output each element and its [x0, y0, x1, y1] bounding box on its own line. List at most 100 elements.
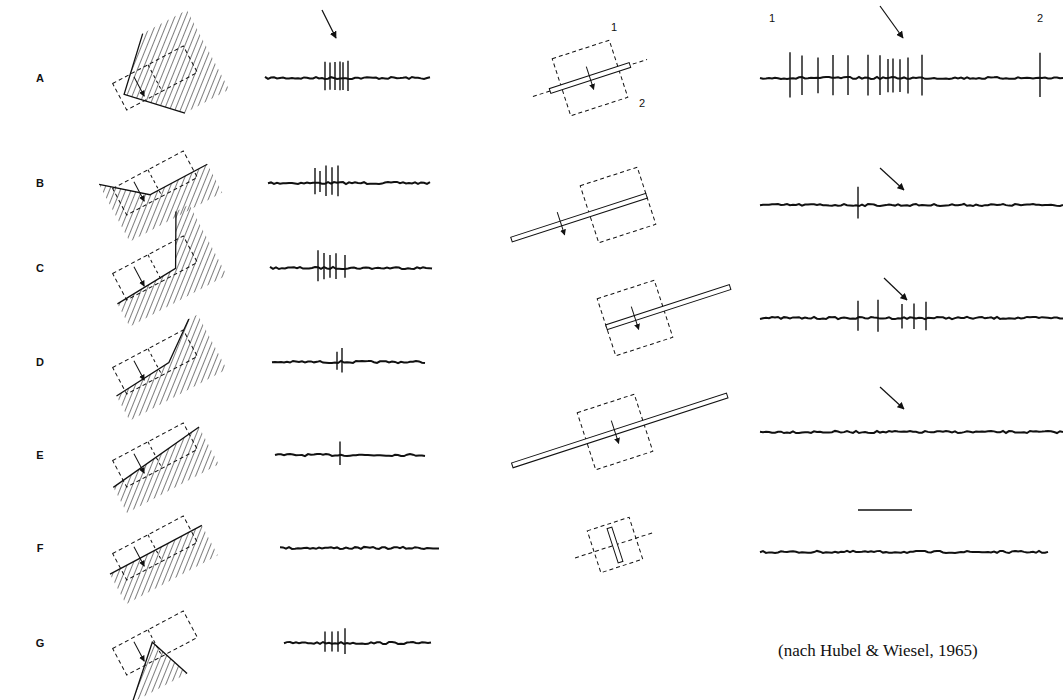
row-letter: G: [36, 637, 45, 649]
stimulus-arrow: [880, 387, 904, 409]
receptive-field: [102, 417, 219, 513]
spike: [887, 59, 888, 92]
light-edge: [99, 135, 207, 213]
field-axis: [533, 59, 647, 96]
field-divider: [148, 349, 162, 375]
row-letter: E: [36, 449, 43, 461]
baseline-trace: [760, 431, 1063, 433]
spike: [334, 62, 335, 90]
light-slit: [512, 393, 728, 468]
slit-field: [502, 167, 656, 268]
motion-arrow: [134, 547, 144, 566]
hatched-region: [92, 205, 227, 327]
spike: [323, 253, 324, 279]
slit-field: [568, 511, 661, 579]
baseline-trace: [760, 77, 1063, 79]
spike: [331, 167, 332, 195]
light-slit: [606, 285, 731, 330]
light-slit: [607, 527, 623, 563]
hatched-region: [107, 427, 219, 513]
position-number: 2: [639, 97, 645, 109]
spike: [342, 62, 343, 90]
spike: [801, 55, 802, 95]
light-edge: [110, 525, 202, 574]
field-outline: [113, 46, 198, 110]
row-letter: A: [36, 72, 44, 84]
spike: [907, 57, 908, 93]
time-scale-bar: [858, 509, 912, 511]
motion-arrow: [557, 212, 564, 235]
spike: [913, 303, 914, 329]
baseline-trace: [760, 551, 1048, 553]
field-divider: [148, 255, 162, 281]
spike: [877, 300, 878, 332]
field-divider: [148, 630, 162, 656]
hatched-region: [110, 525, 218, 604]
spike: [331, 632, 332, 652]
spike: [925, 302, 926, 331]
spike: [324, 631, 325, 651]
spike: [329, 255, 330, 278]
field-outline: [597, 280, 673, 356]
baseline-trace: [268, 182, 430, 184]
motion-arrow: [631, 307, 638, 330]
spike: [899, 59, 900, 92]
spike: [892, 59, 893, 93]
receptive-field: [102, 510, 218, 604]
field-divider: [148, 170, 162, 196]
receptive-field: [99, 10, 230, 136]
position-number: 1: [611, 21, 617, 33]
spike: [817, 58, 818, 94]
slit-field: [503, 367, 736, 494]
baseline-trace: [270, 267, 432, 269]
spike: [857, 187, 858, 219]
spike: [325, 166, 326, 197]
baseline-trace: [280, 547, 439, 549]
spike: [921, 55, 922, 96]
field-outline: [113, 151, 198, 215]
light-edge: [101, 319, 205, 396]
field-divider: [148, 65, 162, 91]
slit-field: [524, 31, 657, 125]
field-divider: [148, 442, 162, 468]
spike: [336, 352, 337, 370]
spike: [339, 442, 340, 465]
field-outline: [113, 423, 198, 487]
stimulus-arrow: [880, 168, 904, 190]
spike: [857, 301, 858, 331]
light-slit: [549, 63, 630, 94]
spike: [347, 61, 348, 91]
receptive-field: [92, 205, 227, 327]
source-caption: (nach Hubel & Wiesel, 1965): [778, 642, 978, 661]
field-outline: [113, 516, 198, 580]
baseline-trace: [272, 361, 425, 363]
baseline-trace: [275, 454, 425, 456]
hatched-region: [103, 10, 229, 134]
position-number: 2: [1037, 12, 1043, 24]
field-outline: [577, 394, 653, 470]
motion-arrow: [134, 642, 144, 661]
spike: [329, 62, 330, 89]
hatched-region: [101, 314, 227, 420]
motion-arrow: [134, 361, 144, 380]
hatched-region: [99, 135, 222, 242]
receptive-field: [106, 611, 210, 700]
field-outline: [587, 517, 642, 572]
row-letter: F: [37, 542, 44, 554]
motion-arrow: [134, 77, 144, 96]
spike: [1039, 53, 1040, 97]
spike: [314, 168, 315, 194]
baseline-trace: [760, 204, 1063, 206]
position-number: 1: [769, 12, 775, 24]
spike: [344, 628, 345, 654]
receptive-field: [101, 314, 227, 420]
spike: [867, 55, 868, 96]
row-letter: D: [36, 356, 44, 368]
spike: [335, 253, 336, 279]
motion-arrow: [611, 421, 618, 444]
light-edge: [92, 212, 201, 304]
spike: [344, 255, 345, 278]
motion-arrow: [134, 267, 144, 286]
